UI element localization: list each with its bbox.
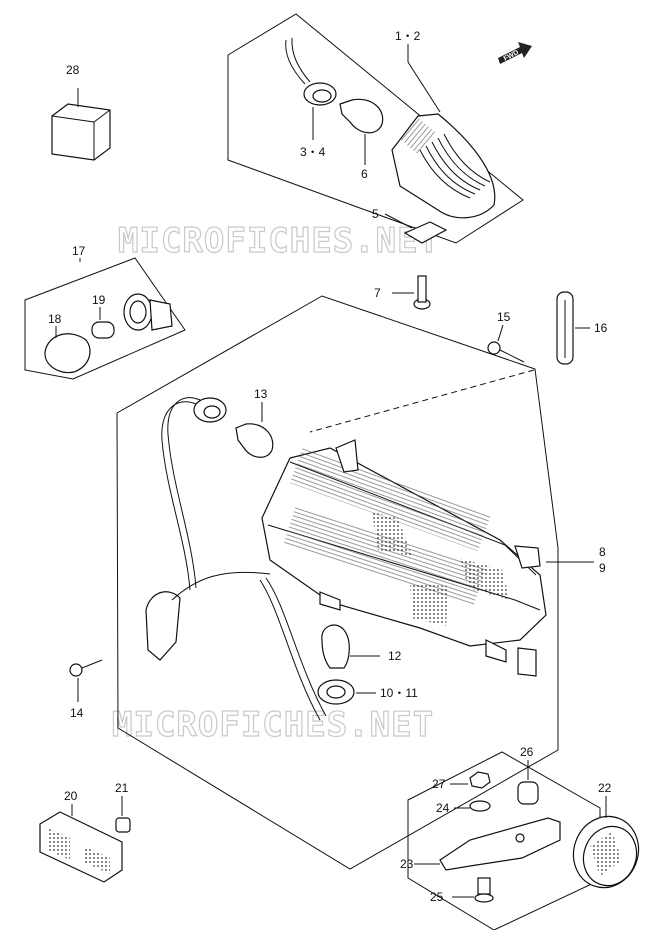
part-25-bolt [452,877,494,903]
callout-7: 7 [374,286,381,300]
forward-arrow-icon: FWD [498,42,532,64]
part-19-bulb [91,307,115,339]
callout-15: 15 [497,310,511,324]
part-6-bulb [339,98,384,165]
part-17-socket [79,258,173,331]
callout-8: 8 [599,545,606,559]
watermark-bottom: MICROFICHES.NET [112,705,434,745]
callout-3-4: 3・4 [300,145,326,159]
part-22-reflector [572,796,640,889]
part-28-relay [51,88,111,161]
callout-13: 13 [254,387,268,401]
part-12-bulb [321,624,380,669]
callout-18: 18 [48,312,62,326]
callout-25: 25 [430,890,444,904]
callout-9: 9 [599,561,606,575]
part-24-washer [454,800,491,812]
callout-6: 6 [361,167,368,181]
callout-21: 21 [115,781,129,795]
svg-text:FWD: FWD [503,49,520,63]
callout-19: 19 [92,293,106,307]
callout-1-2: 1・2 [395,29,421,43]
part-7-screw [392,275,431,310]
callout-23: 23 [400,857,414,871]
group-box-front-turn-signal [227,13,524,244]
part-23-bracket [414,817,561,871]
callout-14: 14 [70,706,84,720]
callout-26: 26 [520,745,534,759]
wiring-harness [145,397,327,721]
callout-17: 17 [72,244,86,258]
part-8-9-tail-lamp [261,439,594,677]
callout-16: 16 [594,321,608,335]
part-16-strap [556,291,590,365]
part-1-2-front-lens [391,44,496,219]
group-box-rear-turn-signal [24,257,186,380]
part-10-11-socket [317,679,376,705]
watermark-top: MICROFICHES.NET [118,221,440,261]
callout-24: 24 [436,801,450,815]
part-21-nut [115,796,131,833]
callout-12: 12 [388,649,402,663]
part-26-grommet [517,760,539,805]
group-box-tail-lamp [116,295,559,870]
callout-22: 22 [598,781,612,795]
part-13-bulb [235,402,274,458]
part-5-bracket [384,213,448,244]
part-15-screw [487,324,525,363]
part-20-reflector [39,804,123,883]
callout-20: 20 [64,789,78,803]
part-3-4-socket [285,37,337,140]
part-27-nut [450,771,491,789]
part-18-lens [44,326,91,374]
callout-10-11: 10・11 [380,686,418,700]
part-14-screw [69,659,103,702]
callout-5: 5 [372,207,379,221]
callout-27: 27 [432,777,446,791]
callout-28: 28 [66,63,80,77]
